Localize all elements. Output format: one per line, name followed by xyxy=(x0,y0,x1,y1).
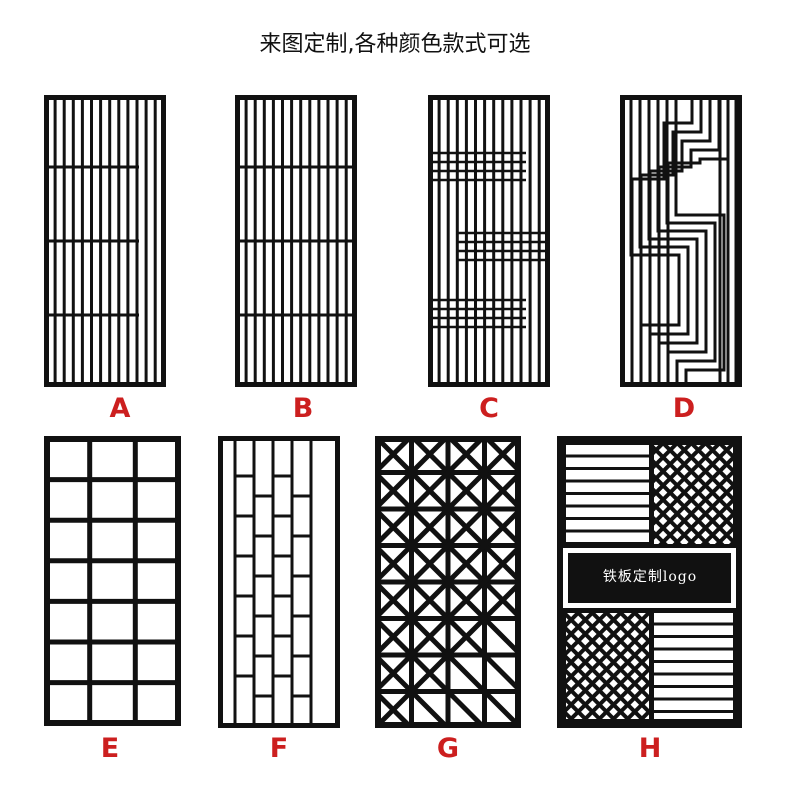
lattice-diagonal xyxy=(375,651,450,728)
panel-g-pattern xyxy=(375,436,521,728)
stepped-line xyxy=(639,97,703,385)
panel-a xyxy=(44,95,166,387)
logo-text: 铁板定制logo xyxy=(602,569,698,585)
lattice-diagonal xyxy=(409,436,521,550)
stepped-line xyxy=(674,97,726,385)
panel-e xyxy=(44,436,181,726)
lattice-diagonal xyxy=(375,578,521,728)
lattice-diagonal xyxy=(375,541,521,696)
lattice-diagonal xyxy=(375,436,521,586)
lattice-diagonal xyxy=(446,436,521,513)
panel-a-pattern xyxy=(44,95,166,387)
panel-b-pattern xyxy=(235,95,357,387)
panel-h-label: H xyxy=(638,733,662,764)
lattice-diagonal xyxy=(375,436,450,513)
panel-c-pattern xyxy=(428,95,550,387)
panel-f-label: F xyxy=(269,733,289,764)
panel-g xyxy=(375,436,521,728)
lattice-diagonal xyxy=(375,468,521,623)
stepped-line xyxy=(648,97,712,385)
panel-d xyxy=(620,95,742,387)
panel-d-pattern xyxy=(620,95,742,387)
lattice-diagonal xyxy=(375,436,521,586)
panel-e-label: E xyxy=(100,733,120,764)
panel-h xyxy=(557,436,742,728)
lattice-diagonal xyxy=(375,614,487,728)
panel-f-pattern xyxy=(218,436,340,728)
panel-e-pattern xyxy=(44,436,181,726)
page-title: 来图定制,各种颜色款式可选 xyxy=(259,32,531,57)
panel-g-label: G xyxy=(436,733,460,764)
lattice-diagonal xyxy=(375,505,521,659)
panel-a-label: A xyxy=(109,393,131,424)
panel-c xyxy=(428,95,550,387)
lattice-diagonal xyxy=(375,436,487,550)
lattice-diagonal xyxy=(375,578,521,728)
panel-f xyxy=(218,436,340,728)
panel-b-label: B xyxy=(292,393,314,424)
panel-b xyxy=(235,95,357,387)
panel-h-pattern xyxy=(557,436,742,728)
stepped-line xyxy=(630,97,694,385)
panel-c-label: C xyxy=(479,393,499,424)
panel-d-label: D xyxy=(672,393,696,424)
